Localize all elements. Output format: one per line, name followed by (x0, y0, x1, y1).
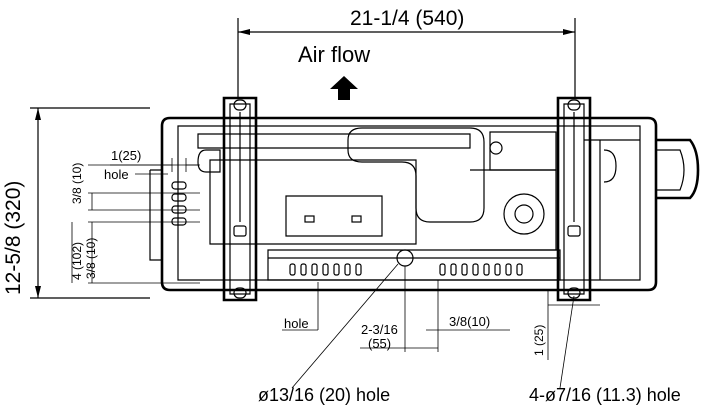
air-flow-arrow-icon (330, 76, 358, 100)
bottom-dimensions (282, 266, 600, 360)
overall-width-dimension (237, 18, 576, 98)
left-hole-height-label: 4 (102) (70, 241, 84, 280)
unit-chassis (149, 116, 700, 292)
bottom-slots-right (439, 263, 523, 276)
mount-hole-leader (559, 295, 575, 389)
left-hole-spacing-label: 1(25) (111, 148, 142, 163)
left-lower-offset-label: 3/8 (10) (84, 237, 98, 279)
bottom-right-offset-label: 3/8(10) (449, 314, 491, 329)
right-mounting-bracket (556, 96, 592, 302)
drain-hole-leader (291, 263, 399, 389)
left-hole-dimensions (71, 158, 200, 284)
overall-width-label: 21-1/4 (540) (350, 7, 465, 30)
bottom-hole-label: hole (284, 316, 309, 331)
left-hole-label: hole (104, 167, 129, 182)
center-offset-bottom-label: (55) (368, 336, 392, 351)
left-mounting-bracket (222, 96, 258, 302)
overall-height-label: 12-5/8 (320) (2, 180, 25, 295)
bottom-slots-left (289, 263, 362, 276)
air-flow-label: Air flow (298, 42, 371, 67)
drain-hole-label: ø13/16 (20) hole (258, 385, 391, 405)
overall-height-dimension (30, 107, 150, 299)
mount-holes-label: 4-ø7/16 (11.3) hole (529, 385, 681, 405)
right-vertical-offset-label: 1 (25) (532, 324, 546, 356)
left-upper-offset-label: 3/8 (10) (70, 162, 84, 204)
center-offset-top-label: 2-3/16 (361, 322, 398, 337)
